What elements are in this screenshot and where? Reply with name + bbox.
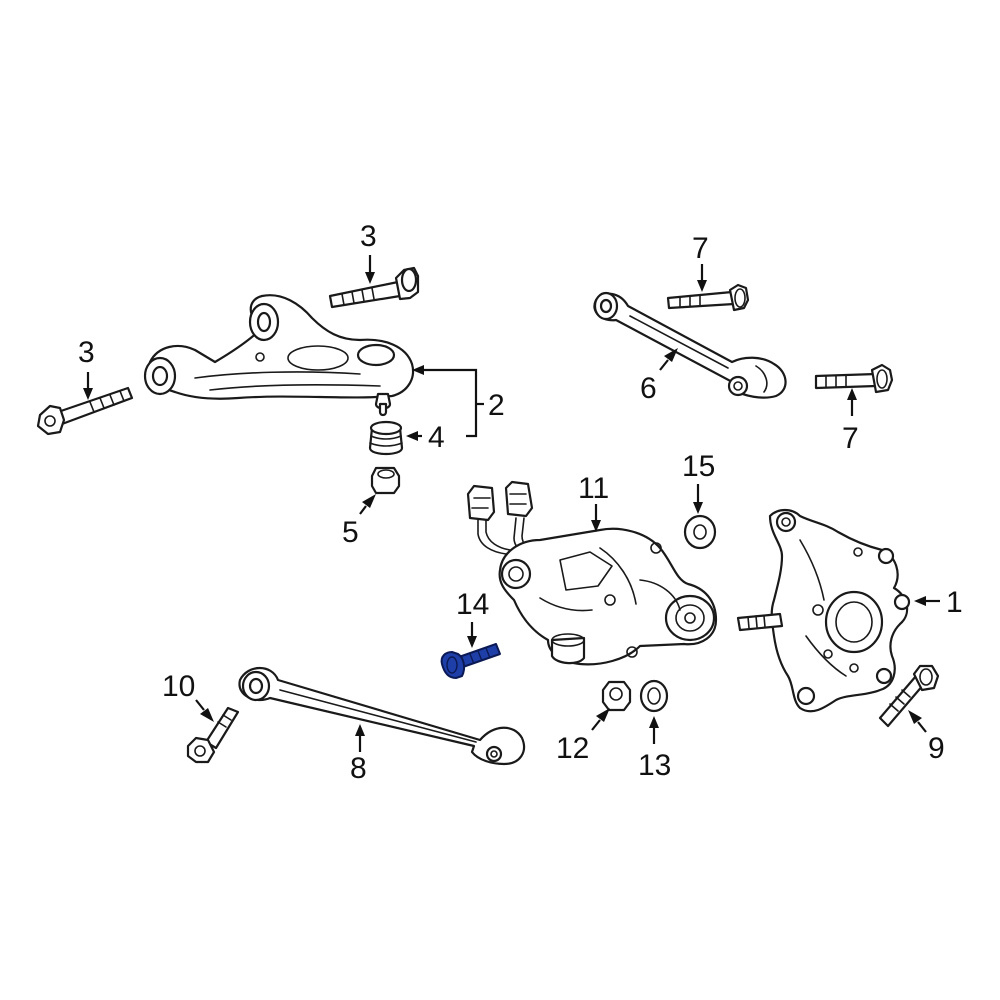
bolt-9[interactable] xyxy=(878,664,940,728)
nut-12[interactable] xyxy=(601,680,632,712)
callout-labels: 3 3 2 4 5 6 7 7 15 11 1 14 10 8 12 13 9 xyxy=(78,220,963,785)
callout-7-upper: 7 xyxy=(692,232,709,265)
washer-13[interactable] xyxy=(639,679,669,713)
bolt-3-left[interactable] xyxy=(36,386,134,436)
callout-5: 5 xyxy=(342,516,359,549)
knuckle-1[interactable] xyxy=(736,508,911,713)
callout-10: 10 xyxy=(162,670,195,703)
callout-1: 1 xyxy=(946,586,963,619)
callout-6: 6 xyxy=(640,372,657,405)
bolt-7-upper[interactable] xyxy=(666,283,750,312)
trailing-link-8[interactable] xyxy=(238,666,526,766)
washer-15[interactable] xyxy=(683,514,717,550)
callout-7-right: 7 xyxy=(842,422,859,455)
callout-15: 15 xyxy=(682,450,715,483)
bushing-4[interactable] xyxy=(368,420,404,456)
callout-9: 9 xyxy=(928,732,945,765)
control-arm-2[interactable] xyxy=(143,294,415,417)
leader-lines xyxy=(83,255,940,752)
lateral-link-6[interactable] xyxy=(593,291,787,399)
bolt-14-highlighted[interactable] xyxy=(440,643,501,679)
callout-2: 2 xyxy=(488,389,505,422)
callout-11: 11 xyxy=(578,472,609,505)
differential-11[interactable] xyxy=(466,480,718,666)
callout-4: 4 xyxy=(428,421,445,454)
callout-8: 8 xyxy=(350,752,367,785)
bolt-3-upper[interactable] xyxy=(328,266,420,309)
callout-13: 13 xyxy=(638,749,671,782)
callout-3-left: 3 xyxy=(78,336,95,369)
bolt-7-right[interactable] xyxy=(814,363,894,394)
nut-5[interactable] xyxy=(370,466,401,495)
callout-3-upper: 3 xyxy=(360,220,377,253)
bolt-10[interactable] xyxy=(186,706,240,764)
callout-12: 12 xyxy=(556,732,589,765)
callout-14: 14 xyxy=(456,588,489,621)
